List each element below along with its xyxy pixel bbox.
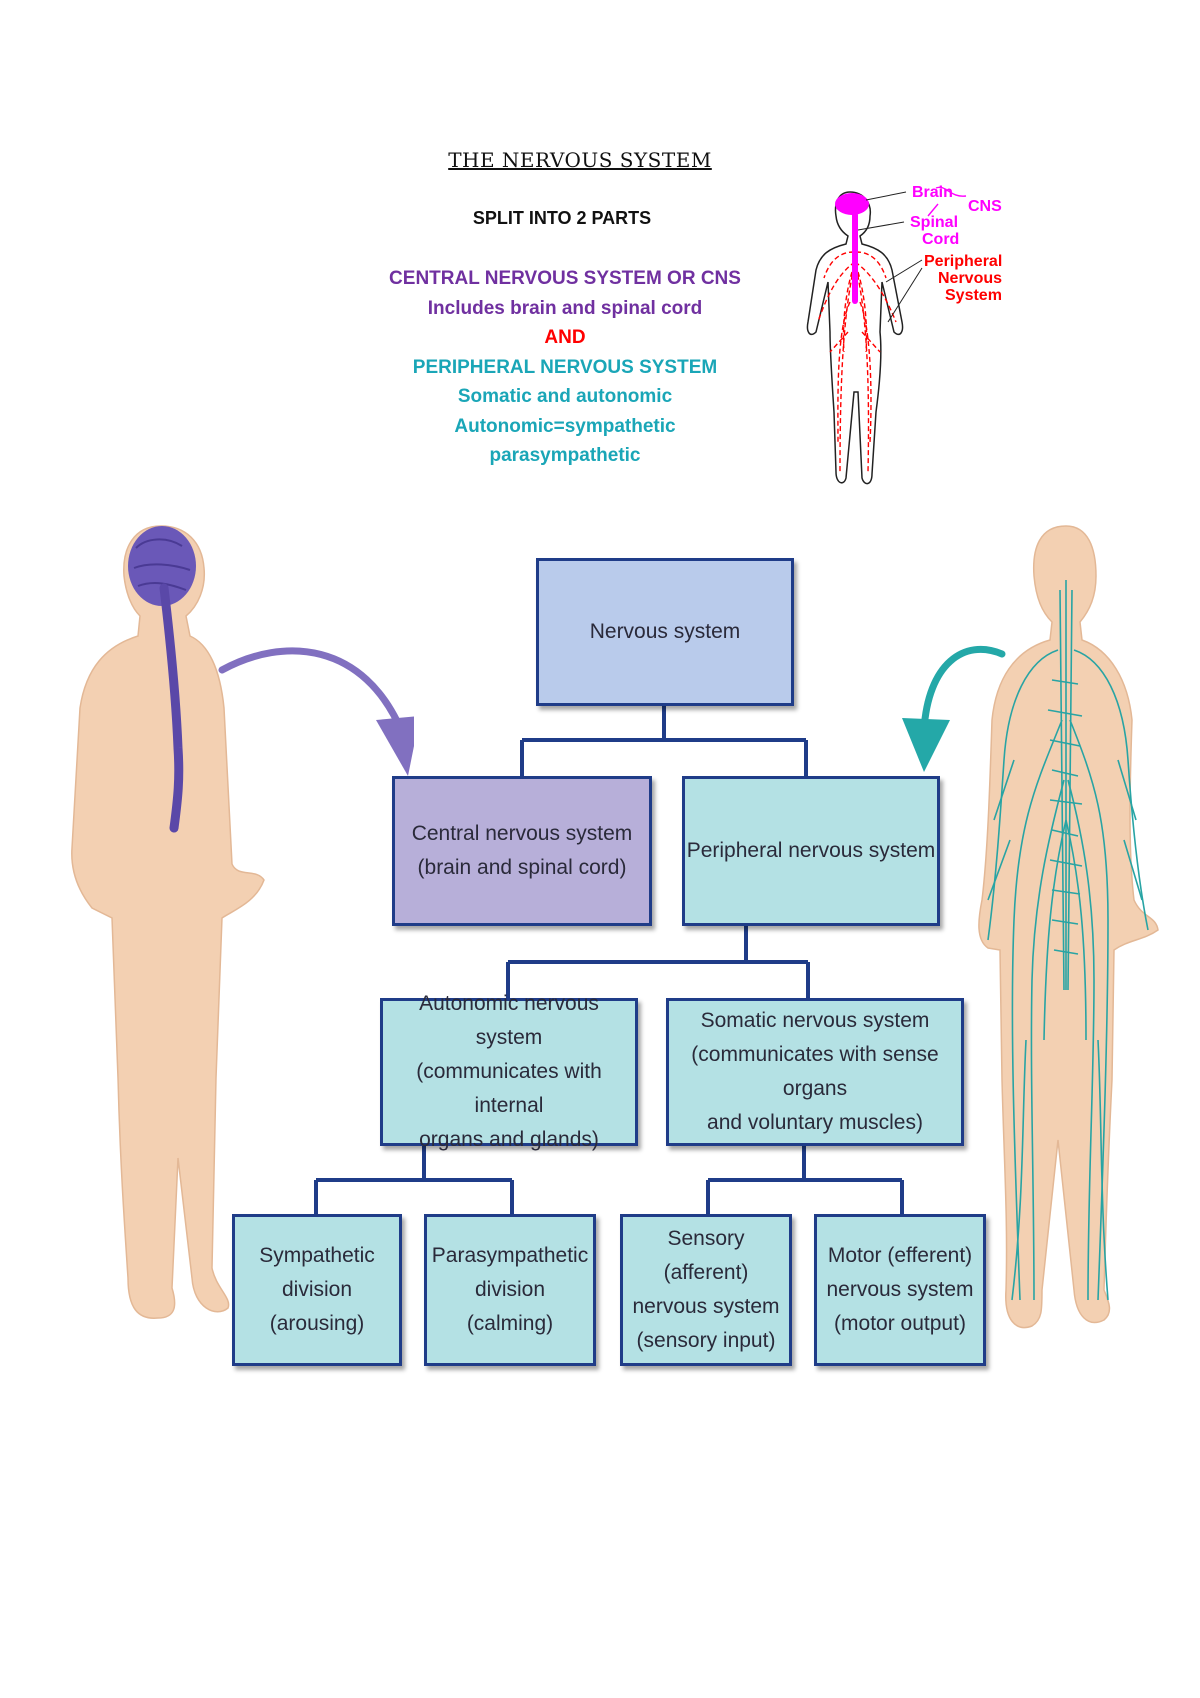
box-sensory-line3: (sensory input)	[636, 1329, 776, 1352]
box-sympathetic-line2: division	[281, 1278, 353, 1301]
box-parasympathetic-line1: Parasympathetic	[431, 1244, 589, 1267]
box-sympathetic-division: Sympathetic division (arousing)	[232, 1214, 402, 1366]
box-motor-line3: (motor output)	[834, 1312, 966, 1335]
cns-arrow	[218, 647, 414, 776]
box-somatic-line3: and voluntary muscles)	[707, 1111, 923, 1134]
box-motor-line2: nervous system	[826, 1278, 974, 1301]
and-text: AND	[544, 327, 586, 348]
box-parasympathetic-line2: division	[474, 1278, 546, 1301]
box-autonomic-line1: Autonomic nervous system	[419, 992, 599, 1049]
box-autonomic-nervous-system: Autonomic nervous system (communicates w…	[380, 992, 638, 1151]
label-system: System	[945, 287, 1002, 304]
pns-line-2: Autonomic=sympathetic	[454, 415, 676, 437]
box-sensory-line1: Sensory (afferent)	[663, 1227, 749, 1284]
box-parasympathetic-division: Parasympathetic division (calming)	[424, 1214, 596, 1366]
box-nervous-system: Nervous system	[536, 558, 794, 706]
cns-body-figure	[71, 525, 265, 1319]
pns-body-figure	[978, 525, 1159, 1329]
label-nervous: Nervous	[938, 270, 1003, 287]
page-title: THE NERVOUS SYSTEM	[448, 148, 712, 172]
box-autonomic-line3: organs and glands)	[419, 1128, 599, 1151]
box-parasympathetic-line3: (calming)	[466, 1312, 554, 1335]
box-cns-line2: (brain and spinal cord)	[417, 856, 627, 879]
label-peripheral: Peripheral	[924, 253, 1003, 270]
box-somatic-line1: Somatic nervous system	[700, 1009, 930, 1032]
cns-description: Includes brain and spinal cord	[427, 297, 703, 319]
page-subtitle: SPLIT INTO 2 PARTS	[472, 208, 652, 228]
box-somatic-line2: (communicates with sense organs	[691, 1043, 939, 1100]
box-autonomic-line2: (communicates with internal	[416, 1060, 602, 1117]
box-pns-line1: Peripheral nervous system	[686, 839, 936, 862]
pns-line-3: parasympathetic	[489, 445, 641, 466]
box-motor-nervous-system: Motor (efferent) nervous system (motor o…	[814, 1214, 986, 1366]
label-cord: Cord	[922, 231, 960, 248]
small-nervous-system-figure	[806, 186, 967, 485]
label-cns: CNS	[968, 198, 1002, 215]
box-central-nervous-system: Central nervous system (brain and spinal…	[392, 776, 652, 926]
notes-block: CENTRAL NERVOUS SYSTEM OR CNS Includes b…	[300, 264, 830, 471]
pns-line-1: Somatic and autonomic	[457, 386, 673, 407]
cns-title: CENTRAL NERVOUS SYSTEM OR CNS	[389, 268, 741, 289]
box-peripheral-nervous-system: Peripheral nervous system	[682, 776, 940, 926]
box-sensory-line2: nervous system	[632, 1295, 780, 1318]
box-cns-line1: Central nervous system	[411, 822, 633, 845]
box-nervous-system-line1: Nervous system	[589, 620, 741, 643]
label-spinal: Spinal	[910, 214, 959, 231]
box-somatic-nervous-system: Somatic nervous system (communicates wit…	[666, 998, 964, 1146]
pns-arrow	[902, 646, 1006, 772]
box-motor-line1: Motor (efferent)	[827, 1244, 973, 1267]
label-brain: Brain	[912, 184, 953, 201]
box-sympathetic-line3: (arousing)	[269, 1312, 365, 1335]
box-sympathetic-line1: Sympathetic	[259, 1244, 375, 1267]
pns-title: PERIPHERAL NERVOUS SYSTEM	[412, 356, 718, 378]
box-sensory-nervous-system: Sensory (afferent) nervous system (senso…	[620, 1214, 792, 1366]
